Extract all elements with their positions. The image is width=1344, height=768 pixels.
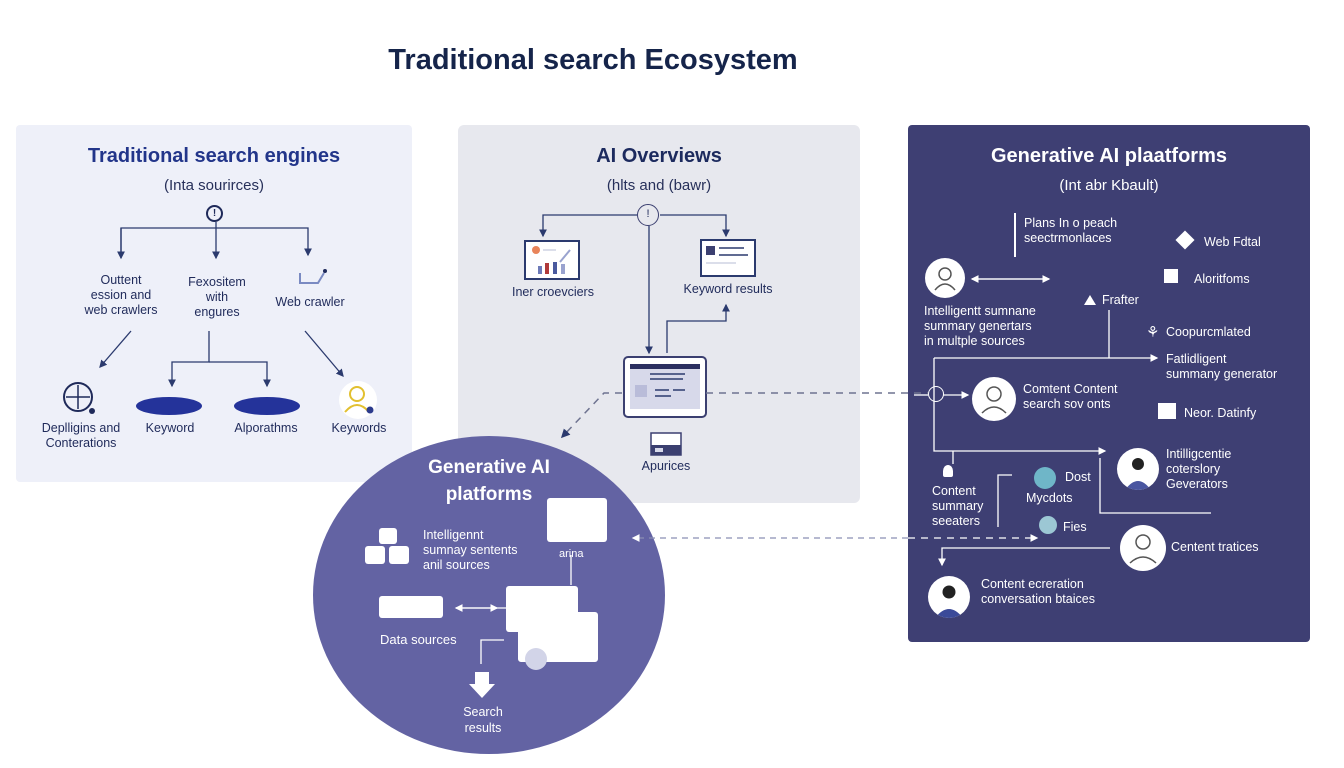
algorithms-database-icon (234, 397, 300, 415)
circle-title: Generative AI platforms (428, 457, 550, 505)
circle-intelligent-text: Intelligennt sumnay sentents anil source… (423, 528, 518, 572)
cube-icon (1175, 230, 1195, 250)
overview-node-apurices: Apurices (641, 459, 691, 473)
trad-node-fexositem: Fexositem with engures (188, 275, 246, 319)
gen-content-creation: Content ecreration conversation btaices (981, 577, 1095, 606)
globe-icon (1034, 467, 1056, 489)
generative-ai-circle: Generative AI platforms Intelligennt sum… (313, 436, 665, 754)
down-arrow-icon (469, 672, 495, 698)
keyword-database-icon (136, 397, 202, 415)
pin-icon (943, 465, 953, 477)
boxes-icon (365, 528, 409, 564)
page-title: Traditional search Ecosystem (388, 44, 798, 76)
gen-bracket-text: Plans In o peach seectrmonlaces (1014, 213, 1144, 257)
gen-algorithms: Aloritfoms (1194, 272, 1250, 286)
overview-node-icon: ! (637, 204, 659, 226)
gen-fies: Fies (1063, 520, 1087, 534)
gen-mycdots: Mycdots (1026, 491, 1073, 505)
overviews-panel-subtitle: (hlts and (bawr) (606, 177, 712, 194)
generative-panel-title: Generative AI plaatforms (990, 145, 1227, 167)
generative-ai-panel: Generative AI plaatforms (Int abr Kbault… (908, 125, 1310, 642)
gen-frafter: Frafter (1102, 293, 1139, 307)
doc-icon (1164, 269, 1178, 283)
gen-intelligentie: Intilligcentie coterslory Geverators (1166, 447, 1232, 491)
network-icon: ⚘ (1146, 324, 1160, 341)
analytics-clock-icon (63, 382, 95, 414)
api-card-icon (650, 432, 682, 456)
overview-node-keyword-results: Keyword results (683, 282, 773, 296)
gen-intelligent-summary: Intelligentt sumnane summary genertars i… (924, 304, 1036, 348)
traditional-search-panel: Traditional search engines (Inta sourirc… (16, 125, 412, 482)
browser-card-icon[interactable] (547, 498, 607, 542)
trad-node-keyword: Keyword (145, 421, 195, 435)
results-window-front-icon[interactable] (518, 612, 598, 662)
trad-node-algorithms: Alporathms (234, 421, 298, 435)
results-card-icon (700, 239, 756, 277)
trad-node-keywords: Keywords (331, 421, 387, 435)
user-avatar-icon (925, 258, 965, 298)
gen-fatlidligent: Fatlidligent summany generator (1166, 352, 1278, 381)
trad-node-outtent: Outtent ession and web crawlers (84, 273, 158, 317)
globe-small-icon (525, 648, 547, 670)
gen-dost: Dost (1065, 470, 1091, 484)
cluster-icon (1039, 516, 1057, 534)
junction-node-icon (928, 386, 944, 402)
content-avatar-icon (972, 377, 1016, 421)
chart-card-icon (524, 240, 580, 280)
circle-search-results: Search results (463, 705, 503, 735)
user-keywords-icon (339, 381, 377, 419)
content-user-avatar-icon (1120, 525, 1166, 571)
data-source-card-icon (379, 596, 443, 618)
gen-content-summary: Content summary seeaters (932, 484, 984, 528)
gen-neor-datinfy: Neor. Datinfy (1184, 406, 1257, 420)
gen-web-fdal: Web Fdtal (1204, 235, 1261, 249)
overviews-panel-title: AI Overviews (596, 145, 722, 167)
info-node-icon: ! (206, 205, 223, 222)
trad-node-web-crawler: Web crawler (275, 295, 345, 309)
creator-avatar-icon (928, 576, 970, 618)
gen-coopurated: Coopurcmlated (1166, 325, 1251, 339)
search-window-icon[interactable] (623, 356, 707, 418)
web-crawler-icon (299, 269, 327, 284)
generative-panel-subtitle: (Int abr Kbault) (1059, 177, 1159, 194)
person-avatar-icon (1117, 448, 1159, 490)
trad-node-deplligins: Deplligins and Conterations (41, 421, 121, 450)
gen-content-search: Comtent Content search sov onts (1023, 382, 1118, 411)
traditional-panel-title: Traditional search engines (87, 145, 341, 167)
circle-data-sources: Data sources (380, 632, 457, 647)
traditional-panel-subtitle: (Inta sourirces) (163, 177, 265, 194)
gen-content-tratices: Centent tratices (1171, 540, 1259, 554)
overview-node-iner: Iner croevciers (512, 285, 594, 299)
circle-small-label: arina (559, 548, 584, 560)
up-marker-icon (1084, 295, 1096, 305)
check-box-icon (1158, 403, 1176, 419)
